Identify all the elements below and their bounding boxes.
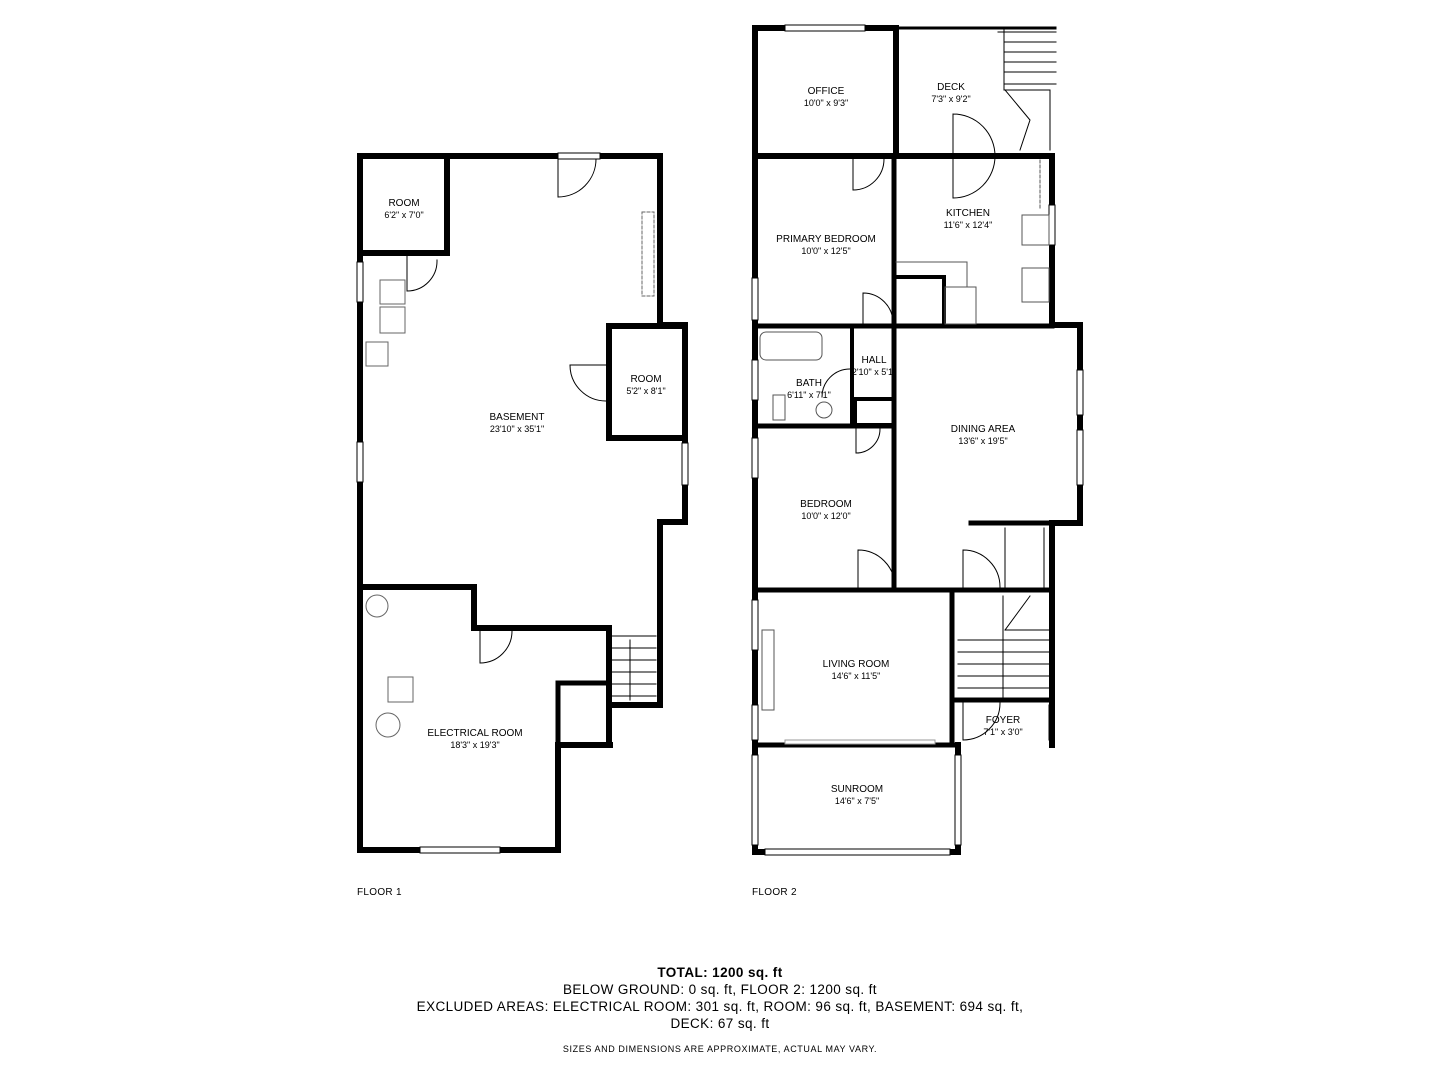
linen-closet	[853, 397, 896, 427]
floor-2-plan	[751, 24, 1084, 856]
floor-2-stairs	[957, 29, 1057, 701]
total-area: TOTAL: 1200 sq. ft	[657, 965, 783, 980]
room-name-f2-bath: BATH	[796, 378, 822, 389]
room-dims-f2-primary-bedroom: 10'0" x 12'5"	[801, 246, 850, 256]
floor-1-label: FLOOR 1	[357, 887, 402, 898]
floor-2-label: FLOOR 2	[752, 887, 797, 898]
excluded-areas: EXCLUDED AREAS: ELECTRICAL ROOM: 301 sq.…	[416, 999, 1024, 1014]
room-b-walls	[606, 323, 688, 441]
room-a-walls	[357, 153, 450, 256]
room-dims-f2-living: 14'6" x 11'5"	[832, 671, 881, 681]
floor-1-exterior-wall-lower	[357, 153, 613, 853]
room-dims-f2-dining: 13'6" x 19'5"	[958, 436, 1007, 446]
room-dims-f2-foyer: 7'1" x 3'0"	[983, 727, 1022, 737]
room-name-f1-room-a: ROOM	[388, 198, 419, 209]
room-dims-f2-bath: 6'11" x 7'1"	[787, 390, 831, 400]
room-labels: ROOM 6'2" x 7'0" BASEMENT 23'10" x 35'1"…	[384, 82, 1022, 806]
room-dims-f2-office: 10'0" x 9'3"	[804, 98, 848, 108]
room-dims-f2-kitchen: 11'6" x 12'4"	[944, 220, 993, 230]
closet-wall	[555, 680, 612, 748]
room-name-f2-living: LIVING ROOM	[823, 659, 890, 670]
electrical-room-walls	[357, 584, 612, 748]
excluded-areas-continued: DECK: 67 sq. ft	[670, 1016, 770, 1031]
room-dims-f1-room-a: 6'2" x 7'0"	[384, 210, 423, 220]
room-name-f2-primary-bedroom: PRIMARY BEDROOM	[776, 234, 876, 245]
room-name-f2-sunroom: SUNROOM	[831, 784, 883, 795]
floor-2-windows	[751, 24, 1084, 856]
room-name-f2-kitchen: KITCHEN	[946, 208, 990, 219]
disclaimer: SIZES AND DIMENSIONS ARE APPROXIMATE, AC…	[562, 1044, 878, 1054]
room-name-f2-dining: DINING AREA	[951, 424, 1016, 435]
room-dims-f2-deck: 7'3" x 9'2"	[931, 94, 970, 104]
floor-1-windows	[356, 152, 689, 854]
kitchen-pantry	[894, 275, 946, 328]
room-dims-f1-room-b: 5'2" x 8'1"	[626, 386, 665, 396]
room-name-f1-room-b: ROOM	[630, 374, 661, 385]
room-dims-f1-electrical: 18'3" x 19'3"	[450, 740, 499, 750]
room-dims-f2-hall: 2'10" x 5'1"	[852, 367, 896, 377]
floor-area-breakdown: BELOW GROUND: 0 sq. ft, FLOOR 2: 1200 sq…	[563, 982, 877, 997]
room-name-f1-basement: BASEMENT	[489, 412, 544, 423]
room-dims-f2-sunroom: 14'6" x 7'5"	[835, 796, 879, 806]
floor-1-plan	[356, 152, 689, 854]
floor-2-exterior-wall	[1049, 153, 1083, 748]
floor-2-fixtures	[759, 159, 1050, 711]
floor-1-doors	[406, 158, 607, 664]
floor-1-stairs	[611, 635, 657, 701]
floor-2-doors	[821, 113, 1050, 741]
room-name-f2-bedroom: BEDROOM	[800, 499, 852, 510]
floor-1-fixtures	[365, 211, 655, 738]
room-name-f2-foyer: FOYER	[986, 715, 1020, 726]
room-name-f2-deck: DECK	[937, 82, 965, 93]
room-name-f1-electrical: ELECTRICAL ROOM	[427, 728, 522, 739]
room-name-f2-office: OFFICE	[808, 86, 845, 97]
area-summary: TOTAL: 1200 sq. ft BELOW GROUND: 0 sq. f…	[0, 964, 1440, 1032]
room-name-f2-hall: HALL	[861, 355, 886, 366]
room-dims-f2-bedroom: 10'0" x 12'0"	[801, 511, 850, 521]
room-dims-f1-basement: 23'10" x 35'1"	[490, 424, 544, 434]
